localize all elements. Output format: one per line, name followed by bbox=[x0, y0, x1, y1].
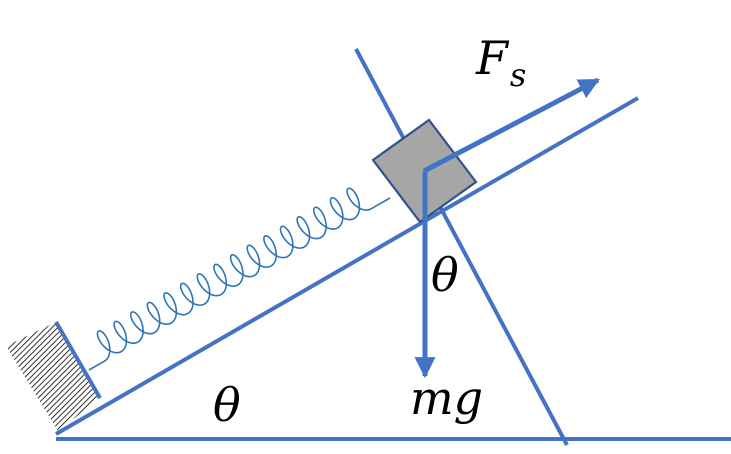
normal-line bbox=[354, 48, 569, 446]
incline-surface bbox=[55, 96, 639, 436]
wall-block bbox=[6, 320, 102, 431]
spring-force-label: Fs bbox=[475, 31, 526, 94]
spring-force-arrow bbox=[422, 77, 600, 174]
weight-label: mg bbox=[410, 371, 483, 425]
angle-normal-label: θ bbox=[431, 248, 459, 302]
spring bbox=[88, 187, 391, 371]
angle-incline-label: θ bbox=[213, 378, 241, 432]
